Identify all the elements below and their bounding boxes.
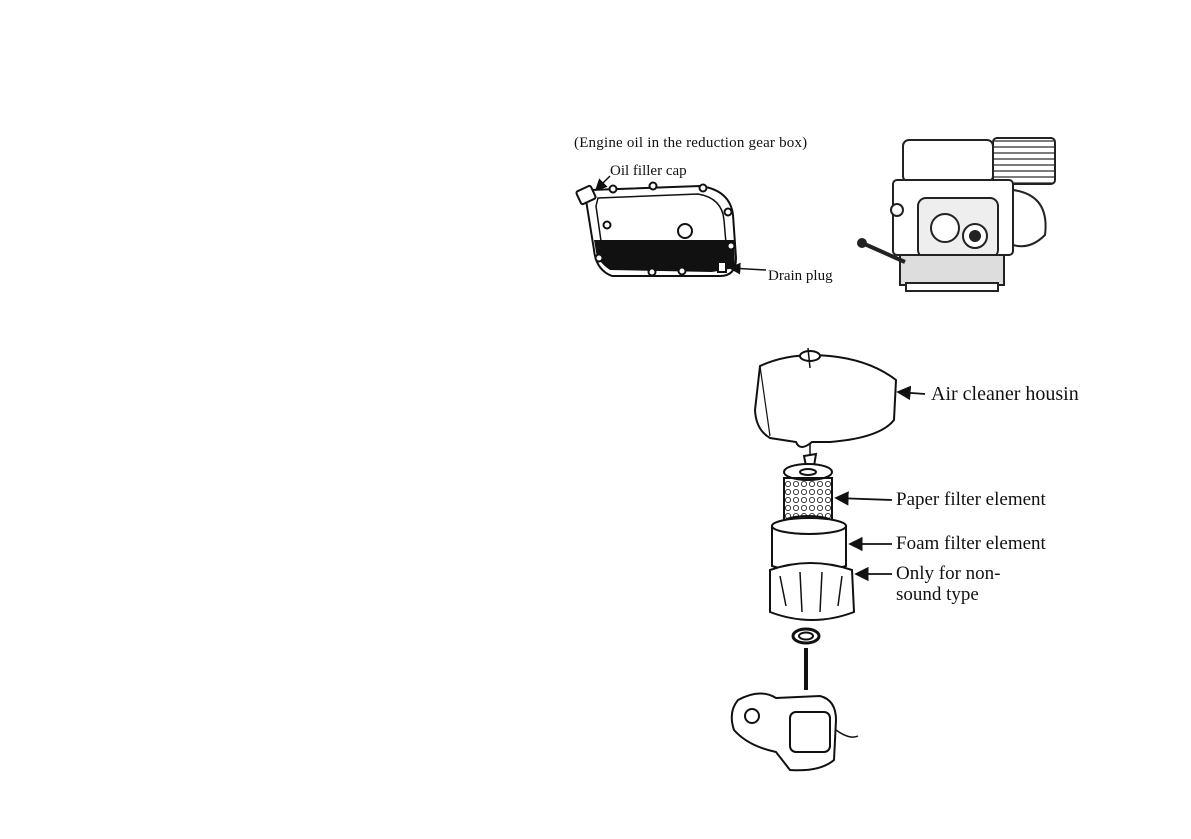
oil-filler-cap-shape — [576, 185, 596, 204]
non-sound-type-label: Only for non- sound type — [896, 563, 1000, 605]
paper-filter-label: Paper filter element — [896, 489, 1046, 511]
air-cleaner-diagram — [732, 348, 896, 770]
gearbox-caption: (Engine oil in the reduction gear box) — [574, 135, 807, 152]
gearbox-cover-diagram — [576, 176, 766, 276]
drain-plug-shape — [718, 262, 726, 272]
drain-plug-label: Drain plug — [768, 268, 833, 285]
engine-illustration — [858, 138, 1055, 291]
oil-filler-cap-label: Oil filler cap — [610, 163, 687, 180]
foam-filter-label: Foam filter element — [896, 533, 1046, 555]
air-cleaner-housing-shape — [755, 355, 896, 447]
air-cleaner-housing-label: Air cleaner housin — [931, 383, 1079, 406]
oil-level-fill — [594, 240, 735, 272]
